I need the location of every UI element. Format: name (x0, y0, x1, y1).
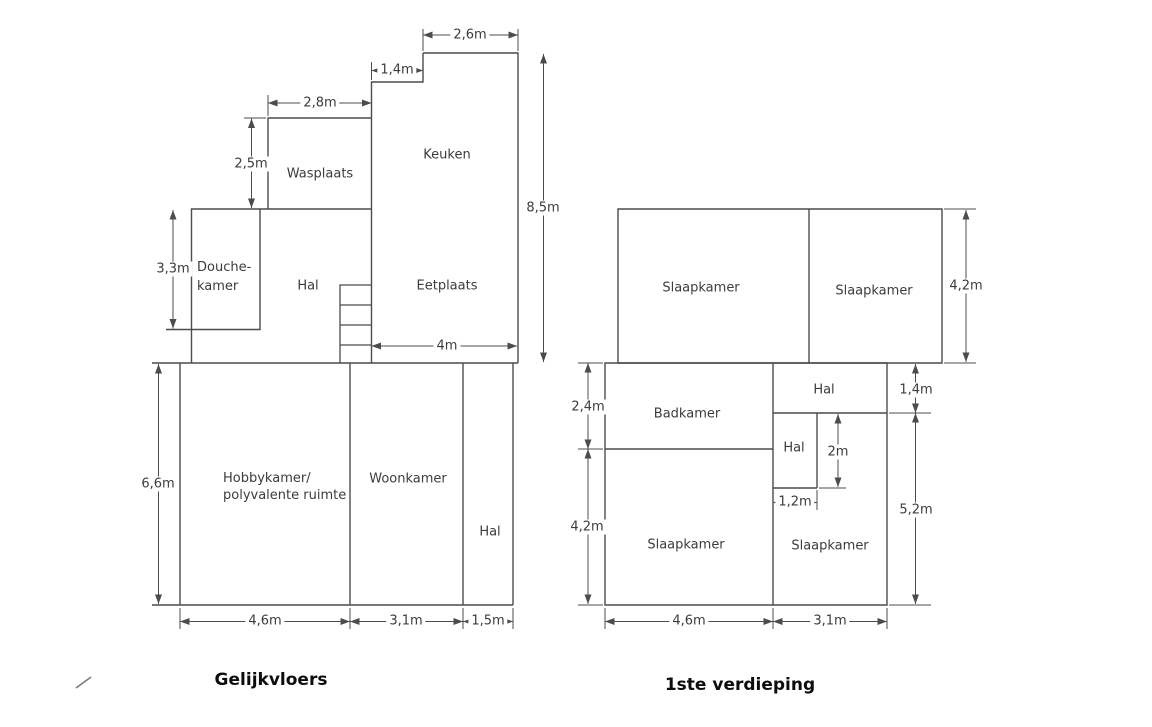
room-label-hobbykamer-line2: polyvalente ruimte (223, 488, 347, 503)
room-label-badkamer: Badkamer (653, 406, 721, 422)
dimension-right-section-height: 5,2m (896, 502, 936, 518)
dimension-wasplaats-height: 2,5m (231, 156, 271, 172)
room-label-slaapkamer-bottom-left: Slaapkamer (647, 537, 725, 553)
room-label-hal-lower-gf: Hal (479, 524, 501, 540)
room-label-woonkamer: Woonkamer (369, 471, 447, 487)
room-label-douchekamer-line1: Douche- (197, 260, 252, 275)
room-label-eetplaats: Eetplaats (416, 278, 478, 294)
dimension-hal-height: 1,4m (896, 382, 936, 398)
ground-floor-title: Gelijkvloers (214, 670, 328, 690)
room-label-douchekamer-line2: kamer (197, 279, 239, 294)
dimension-hal-inner-height: 2m (824, 444, 852, 460)
dimension-lower-section-height: 6,6m (138, 476, 178, 492)
dimension-badkamer-height: 2,4m (568, 399, 608, 415)
dimension-eetplaats-width: 4m (433, 338, 461, 354)
dimension-wasplaats-width: 2,8m (300, 95, 340, 111)
first-floor-dimension-lines (584, 210, 970, 625)
first-floor-extension-lines (578, 208, 976, 629)
dimension-keuken-notch-width: 1,4m (377, 62, 417, 78)
room-label-slaapkamer-bottom-right: Slaapkamer (791, 538, 869, 554)
cursor-mark (75, 676, 92, 689)
dimension-keuken-eetplaats-height: 8,5m (523, 200, 563, 216)
room-label-hobbykamer: Hobbykamer/ polyvalente ruimte (223, 470, 346, 504)
dimension-slaapkamer-left-height: 4,2m (567, 519, 607, 535)
room-label-hal-inner-ff: Hal (783, 440, 805, 456)
room-label-wasplaats: Wasplaats (286, 166, 354, 182)
dimension-right-width: 3,1m (810, 613, 850, 629)
room-label-slaapkamer-top-right: Slaapkamer (835, 283, 913, 299)
ground-floor-walls (152, 52, 519, 606)
dimension-douchekamer-height: 3,3m (153, 261, 193, 277)
room-label-keuken: Keuken (423, 147, 471, 163)
dimension-hobbykamer-width: 4,6m (245, 613, 285, 629)
room-label-douchekamer: Douche- kamer (197, 258, 251, 296)
dimension-keuken-top-width: 2,6m (450, 27, 490, 43)
dimension-left-width: 4,6m (669, 613, 709, 629)
dimension-hal-inner-width: 1,2m (775, 494, 815, 510)
first-floor-title: 1ste verdieping (664, 675, 816, 695)
room-label-slaapkamer-top-left: Slaapkamer (662, 280, 740, 296)
ground-floor-stairs (339, 284, 372, 363)
dimension-woonkamer-width: 3,1m (386, 613, 426, 629)
room-label-hal-upper-gf: Hal (297, 278, 319, 294)
room-label-hal-upper-ff: Hal (813, 382, 835, 398)
dimension-top-section-height: 4,2m (946, 278, 986, 294)
dimension-hal-width: 1,5m (468, 613, 508, 629)
room-label-hobbykamer-line1: Hobbykamer/ (223, 471, 311, 486)
